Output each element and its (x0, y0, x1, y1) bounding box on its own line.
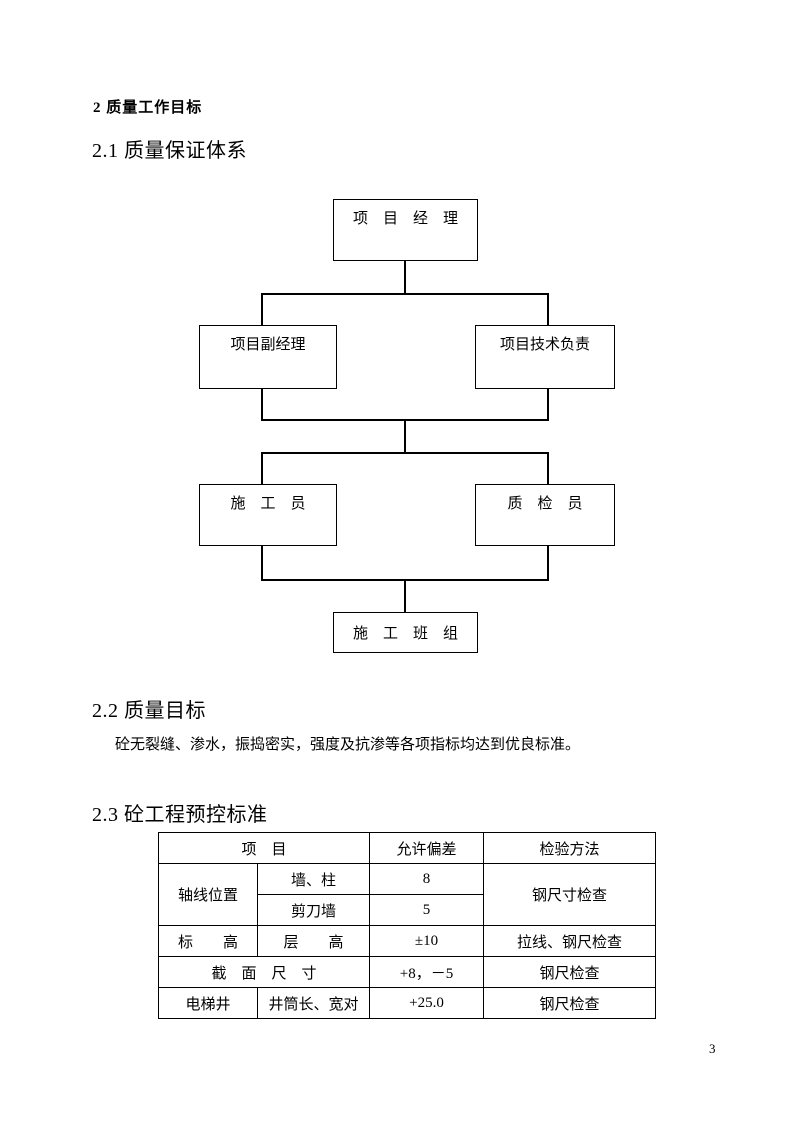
flowchart-box-constructor: 施 工 员 (199, 484, 337, 546)
cell-elevation: 标 高 (158, 925, 258, 957)
cell-wall-column: 墙、柱 (256, 863, 371, 895)
cell-shaft-length-width: 井筒长、宽对 (256, 987, 371, 1019)
connector-line (404, 419, 406, 453)
connector-line (547, 293, 549, 325)
flowchart-box-construction-team: 施 工 班 组 (333, 612, 478, 653)
table-row: 截 面 尺 寸 +8，－5 钢尺检查 (157, 956, 657, 988)
cell-section-size: 截 面 尺 寸 (157, 956, 371, 988)
flowchart-box-quality-inspector: 质 检 员 (475, 484, 615, 546)
heading-concrete-precontrol-standards: 2.3 砼工程预控标准 (92, 804, 268, 826)
heading-quality-work-goals: 2 质量工作目标 (93, 100, 203, 116)
table-row: 电梯井 井筒长、宽对 +25.0 钢尺检查 (158, 987, 657, 1019)
flowchart-label-project-manager: 项 目 经 理 (352, 211, 458, 227)
table-row: 剪刀墙 5 (159, 894, 656, 926)
cell-elevation-method: 拉线、钢尺检查 (483, 925, 657, 957)
cell-floor-height: 层 高 (256, 925, 371, 957)
paragraph-quality-goals: 砼无裂缝、渗水，振捣密实，强度及抗渗等各项指标均达到优良标准。 (115, 737, 581, 753)
table-row: 标 高 层 高 ±10 拉线、钢尺检查 (158, 925, 657, 957)
cell-elevator-shaft: 电梯井 (158, 987, 258, 1019)
cell-axis-position: 轴线位置 (158, 863, 258, 926)
connector-line (261, 452, 549, 454)
connector-line (404, 579, 406, 613)
cell-shear-wall-dev: 5 (369, 894, 485, 926)
cell-elevator-method: 钢尺检查 (483, 987, 657, 1019)
flowchart-label-constructor: 施 工 员 (230, 496, 306, 512)
cell-axis-method: 钢尺寸检查 (483, 863, 657, 926)
connector-line (547, 546, 549, 580)
cell-wall-column-dev: 8 (369, 863, 485, 895)
flowchart-box-technical-lead: 项目技术负责 (475, 325, 615, 389)
heading-quality-assurance-system: 2.1 质量保证体系 (92, 140, 247, 162)
table-header-item: 项 目 (157, 832, 371, 864)
connector-line (547, 389, 549, 420)
cell-section-size-dev: +8，－5 (369, 956, 485, 988)
flowchart-label-construction-team: 施 工 班 组 (352, 626, 458, 642)
cell-shear-wall: 剪刀墙 (256, 894, 371, 926)
precontrol-standards-table: 项 目 允许偏差 检验方法 轴线位置 墙、柱 8 钢尺寸检查 剪刀墙 5 标 高… (157, 832, 657, 1019)
cell-elevation-dev: ±10 (369, 925, 485, 957)
heading-quality-goals: 2.2 质量目标 (92, 700, 206, 722)
table-header-row: 项 目 允许偏差 检验方法 (157, 832, 657, 864)
flowchart-label-quality-inspector: 质 检 员 (507, 496, 583, 512)
connector-line (404, 261, 406, 294)
table-header-deviation: 允许偏差 (369, 832, 485, 864)
connector-line (261, 546, 263, 580)
flowchart-box-deputy-manager: 项目副经理 (199, 325, 337, 389)
page-number: 3 (709, 1041, 716, 1056)
table-row: 轴线位置 墙、柱 8 钢尺寸检查 (158, 863, 657, 926)
connector-line (261, 389, 263, 420)
connector-line (547, 452, 549, 485)
connector-line (261, 293, 263, 325)
flowchart-box-project-manager: 项 目 经 理 (333, 199, 478, 261)
cell-elevator-dev: +25.0 (369, 987, 485, 1019)
flowchart-label-technical-lead: 项目技术负责 (499, 337, 590, 353)
cell-section-size-method: 钢尺检查 (483, 956, 657, 988)
table-header-method: 检验方法 (483, 832, 657, 864)
connector-line (261, 452, 263, 485)
connector-line (261, 293, 549, 295)
flowchart-label-deputy-manager: 项目副经理 (230, 337, 306, 353)
